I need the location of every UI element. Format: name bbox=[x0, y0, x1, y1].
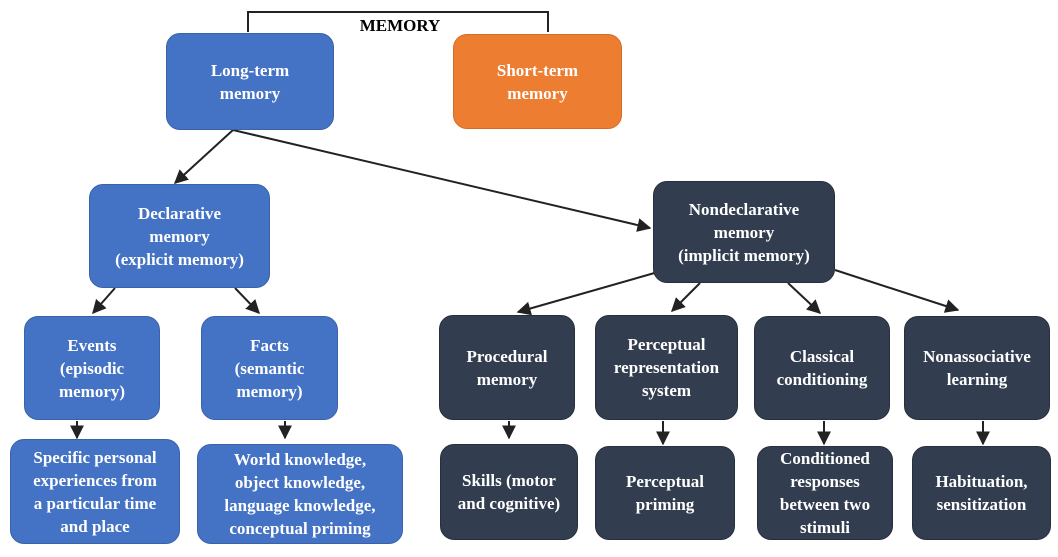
node-conditioned-responses[interactable]: Conditioned responses between two stimul… bbox=[757, 446, 893, 540]
node-specific-personal-experiences[interactable]: Specific personal experiences from a par… bbox=[10, 439, 180, 544]
arrows bbox=[70, 129, 990, 446]
node-procedural-memory[interactable]: Procedural memory bbox=[439, 315, 575, 420]
node-nondeclarative-memory[interactable]: Nondeclarative memory (implicit memory) bbox=[653, 181, 835, 283]
node-skills[interactable]: Skills (motor and cognitive) bbox=[440, 444, 578, 540]
node-short-term-memory[interactable]: Short-term memory bbox=[453, 34, 622, 129]
arrow-declarative-events bbox=[92, 287, 116, 315]
node-long-term-memory[interactable]: Long-term memory bbox=[166, 33, 334, 130]
node-facts[interactable]: Facts (semantic memory) bbox=[201, 316, 338, 420]
arrow-nondeclarative-classical bbox=[787, 282, 822, 314]
node-nonassociative-learning[interactable]: Nonassociative learning bbox=[904, 316, 1050, 420]
node-classical-conditioning[interactable]: Classical conditioning bbox=[754, 316, 890, 420]
memory-bracket bbox=[247, 11, 549, 32]
arrow-declarative-facts bbox=[234, 287, 260, 315]
arrow-nondeclarative-perceptual bbox=[671, 282, 701, 312]
node-perceptual-representation-system[interactable]: Perceptual representation system bbox=[595, 315, 738, 420]
arrow-longterm-declarative bbox=[173, 129, 234, 184]
node-habituation-sensitization[interactable]: Habituation, sensitization bbox=[912, 446, 1051, 540]
diagram-title: MEMORY bbox=[359, 16, 441, 35]
node-world-knowledge[interactable]: World knowledge, object knowledge, langu… bbox=[197, 444, 403, 544]
arrow-longterm-nondeclarative bbox=[232, 129, 652, 232]
node-events[interactable]: Events (episodic memory) bbox=[24, 316, 160, 420]
arrow-nondeclarative-nonassociative bbox=[834, 269, 960, 313]
node-declarative-memory[interactable]: Declarative memory (explicit memory) bbox=[89, 184, 270, 288]
arrow-nondeclarative-procedural bbox=[516, 269, 666, 316]
node-perceptual-priming[interactable]: Perceptual priming bbox=[595, 446, 735, 540]
